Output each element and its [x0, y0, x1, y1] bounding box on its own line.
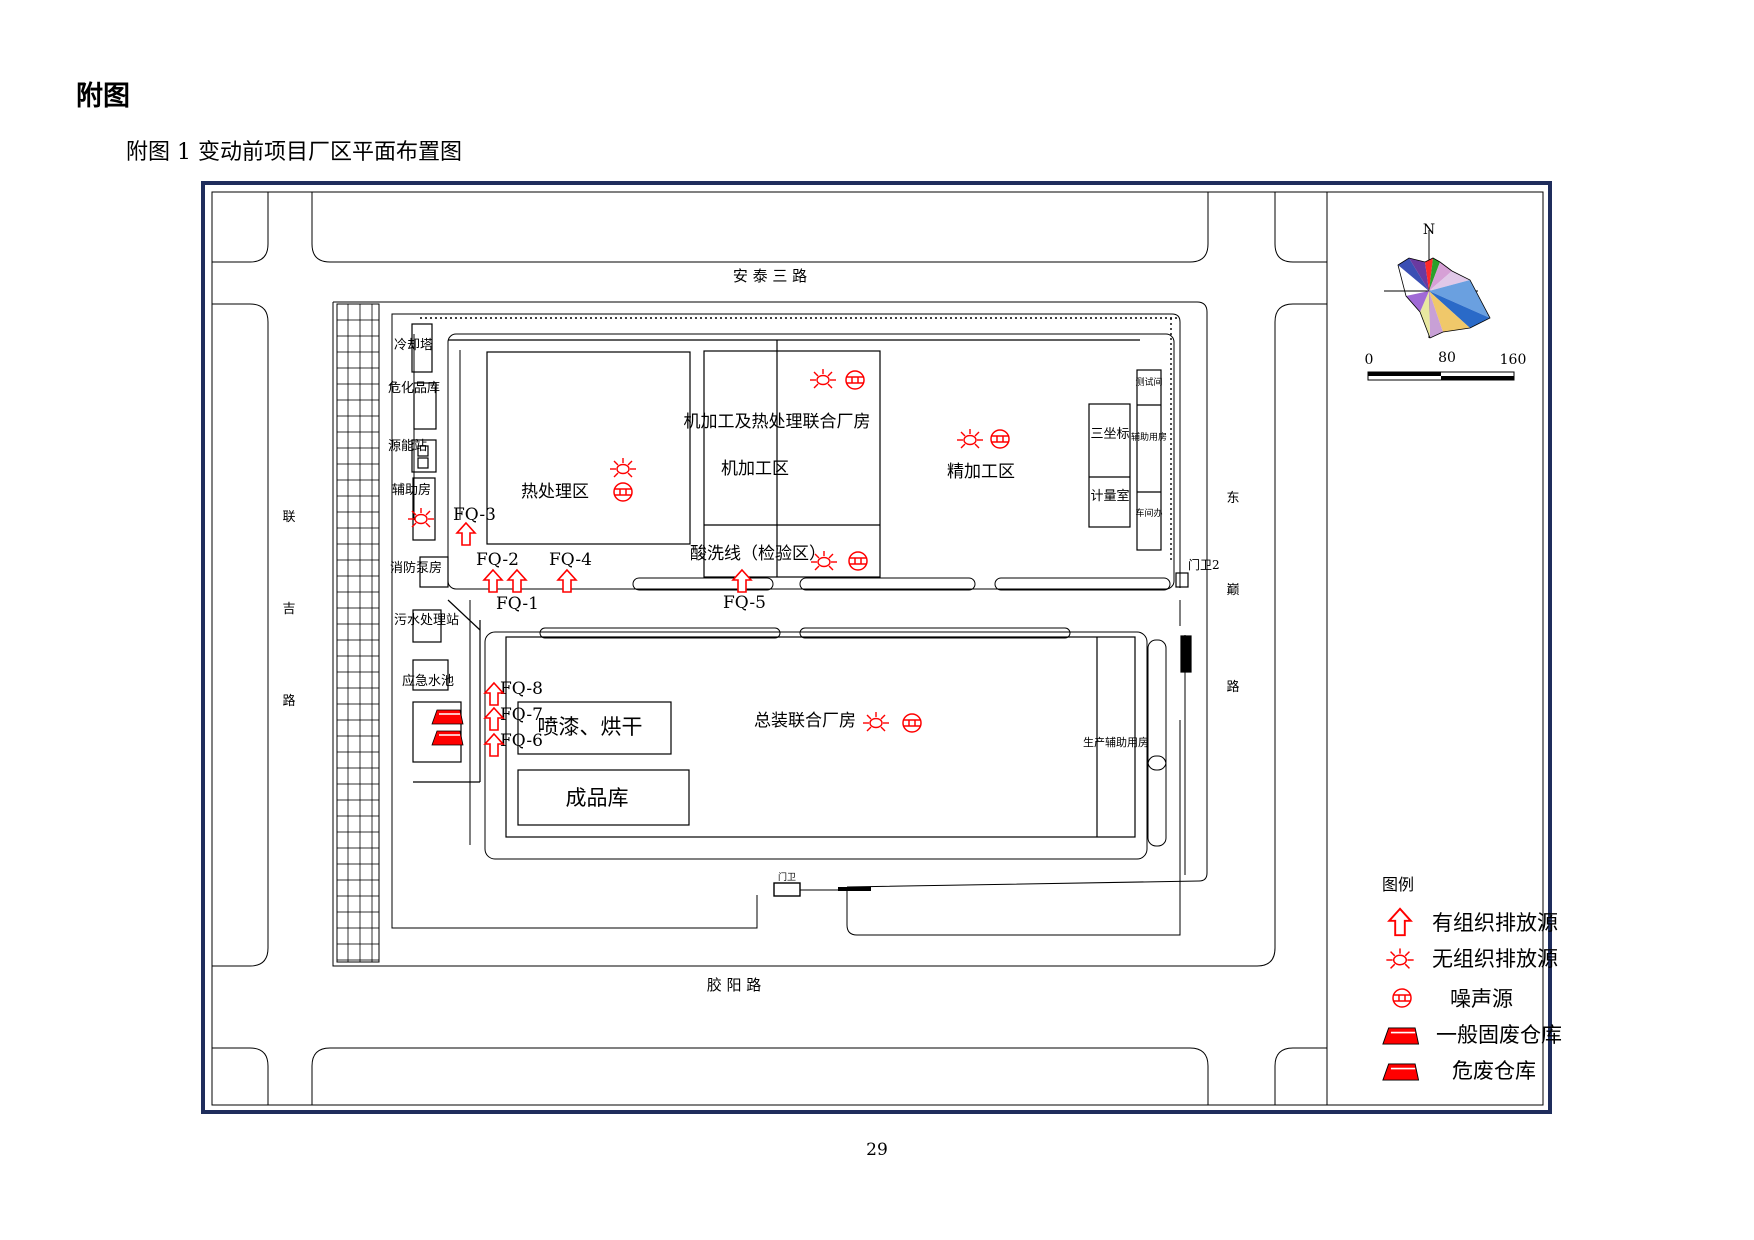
scale-label-80: 80	[1438, 350, 1456, 366]
legend-label-fugitive: 无组织排放源	[1432, 947, 1558, 971]
east-offices	[1088, 369, 1192, 673]
scale-label-0: 0	[1365, 352, 1374, 368]
label-gate2: 门卫2	[1188, 557, 1220, 572]
outlet-label-fq5: FQ-5	[723, 593, 766, 613]
label-assembly: 总装联合厂房	[754, 711, 856, 731]
label-emergency-pool: 应急水池	[402, 673, 454, 689]
road-network	[212, 192, 1327, 1105]
road-label-east-1: 东	[1226, 491, 1239, 506]
label-machining: 机加工区	[721, 459, 789, 479]
label-sewage: 污水处理站	[394, 613, 459, 628]
compass-north-label: N	[1423, 222, 1435, 238]
legend-label-noise: 噪声源	[1450, 987, 1513, 1011]
road-label-west-2: 吉	[282, 602, 295, 617]
map-frame	[201, 181, 1552, 1114]
outlet-label-fq7: FQ-7	[500, 705, 543, 725]
wind-rose	[1384, 230, 1491, 339]
scale-bar	[1367, 371, 1515, 381]
legend-icon-hazardous-waste	[1382, 1063, 1420, 1081]
road-label-west-3: 路	[282, 693, 295, 709]
label-pickling: 酸洗线（检验区）	[690, 544, 826, 564]
outlet-label-fq3: FQ-3	[453, 505, 496, 525]
label-gate1: 门卫	[778, 871, 796, 883]
label-machining-combined: 机加工及热处理联合厂房	[684, 412, 871, 432]
scale-label-160: 160	[1500, 352, 1527, 368]
legend-icon-noise	[1392, 988, 1412, 1008]
page-heading: 附图	[76, 81, 130, 112]
page-number: 29	[866, 1140, 888, 1160]
outlet-label-fq8: FQ-8	[500, 679, 543, 699]
label-production-aux: 生产辅助用房	[1083, 735, 1149, 749]
outlet-label-fq4: FQ-4	[549, 550, 592, 570]
waste-warehouses	[431, 709, 464, 746]
label-right-strip-1: 测试间	[1135, 376, 1162, 388]
road-label-west-1: 联	[282, 510, 295, 525]
outlet-label-fq2: FQ-2	[476, 550, 519, 570]
legend-icon-star	[1385, 947, 1415, 970]
label-hazardous-chem: 危化品库	[388, 380, 440, 396]
legend-icon-general-waste	[1382, 1027, 1420, 1045]
label-auxiliary: 辅助房	[392, 482, 431, 498]
legend-title: 图例	[1382, 875, 1414, 894]
label-finished-goods: 成品库	[566, 786, 629, 810]
outlet-label-fq1: FQ-1	[496, 594, 539, 614]
label-paint: 喷漆、烘干	[538, 715, 643, 739]
label-right-strip-2: 辅助用房	[1131, 431, 1167, 443]
south-gate	[773, 882, 871, 897]
road-label-south: 胶 阳 路	[707, 976, 762, 994]
outlet-label-fq6: FQ-6	[500, 731, 543, 751]
figure-caption: 附图 1 变动前项目厂区平面布置图	[126, 140, 462, 165]
west-aux-buildings	[411, 323, 481, 783]
assembly-building	[505, 636, 1136, 838]
label-energy-station: 源能站	[388, 439, 427, 454]
machining-building	[448, 339, 1140, 578]
label-metrology: 计量室	[1090, 488, 1129, 504]
label-right-strip-3: 车间办	[1135, 507, 1162, 519]
label-fire-pump: 消防泵房	[390, 560, 442, 576]
green-belt	[336, 303, 380, 963]
legend-label-general-waste: 一般固废仓库	[1436, 1023, 1562, 1047]
legend-icon-arrow	[1388, 907, 1412, 937]
road-label-east-3: 路	[1226, 679, 1239, 695]
label-heat-treatment: 热处理区	[521, 482, 589, 502]
label-finishing: 精加工区	[947, 462, 1015, 482]
heat-treatment-building	[486, 351, 691, 545]
label-cmm: 三坐标	[1090, 427, 1129, 442]
label-cooling-tower: 冷却塔	[394, 338, 433, 353]
legend-label-hazardous-waste: 危废仓库	[1452, 1059, 1536, 1083]
legend-label-organized: 有组织排放源	[1432, 911, 1558, 935]
road-label-north: 安 泰 三 路	[733, 267, 807, 285]
road-label-east-2: 巅	[1226, 583, 1239, 598]
